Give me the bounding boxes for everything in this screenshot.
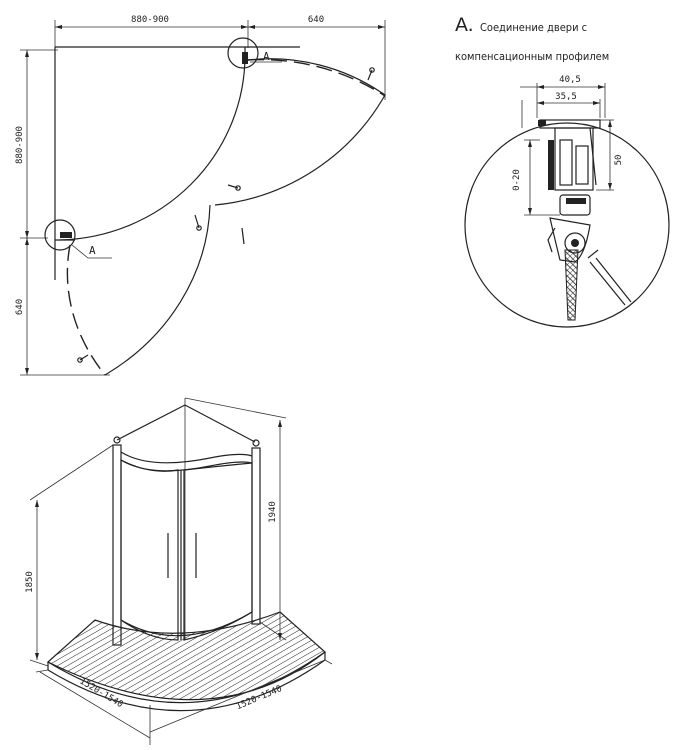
iso-right-post <box>251 447 261 625</box>
detail-dim-range: 0-20 <box>512 169 522 191</box>
detail-dim-outer: 40,5 <box>559 75 581 85</box>
plan-door-top-open <box>214 58 386 206</box>
plan-door-left-swing <box>66 244 106 376</box>
iso-door-right <box>183 462 253 641</box>
plan-dim-width: 880-900 <box>131 15 169 25</box>
iso-dim-door-height: 1940 <box>268 501 278 523</box>
iso-door-left <box>120 459 179 641</box>
iso-dimension-lines <box>29 397 333 745</box>
detail-a-view: A. Соединение двери с компенсационным пр… <box>455 14 670 328</box>
detail-glass <box>564 249 579 321</box>
iso-dim-total-height: 1850 <box>25 571 35 593</box>
plan-dim-door-left: 640 <box>15 299 25 315</box>
plan-callout-label-top: A <box>263 50 270 63</box>
plan-door-left-open <box>104 204 211 376</box>
plan-dim-depth: 880-900 <box>15 126 25 164</box>
detail-title-line2: компенсационным профилем <box>455 50 609 63</box>
detail-letter: A. <box>455 14 474 36</box>
detail-circle <box>464 122 670 328</box>
detail-dimension-lines <box>520 83 614 216</box>
plan-callout-label-left: A <box>89 244 96 257</box>
detail-dim-inner: 35,5 <box>555 92 577 102</box>
plan-fixed-arc <box>59 54 246 241</box>
detail-dim-height: 50 <box>614 155 624 166</box>
iso-left-post <box>112 444 122 646</box>
plan-view: A A 880-900 640 880-900 640 <box>15 15 386 376</box>
plan-callout-circle-left <box>44 219 76 251</box>
plan-callout-circle-top <box>227 37 259 69</box>
detail-compensation-profile <box>554 127 594 191</box>
isometric-view: 1850 1940 1520-1540 1520-1540 <box>25 397 333 745</box>
plan-dimension-lines <box>20 20 386 376</box>
plan-door-top-swing <box>247 58 386 97</box>
detail-title-line1: Соединение двери с <box>480 21 587 34</box>
plan-dim-door-top: 640 <box>308 15 324 25</box>
